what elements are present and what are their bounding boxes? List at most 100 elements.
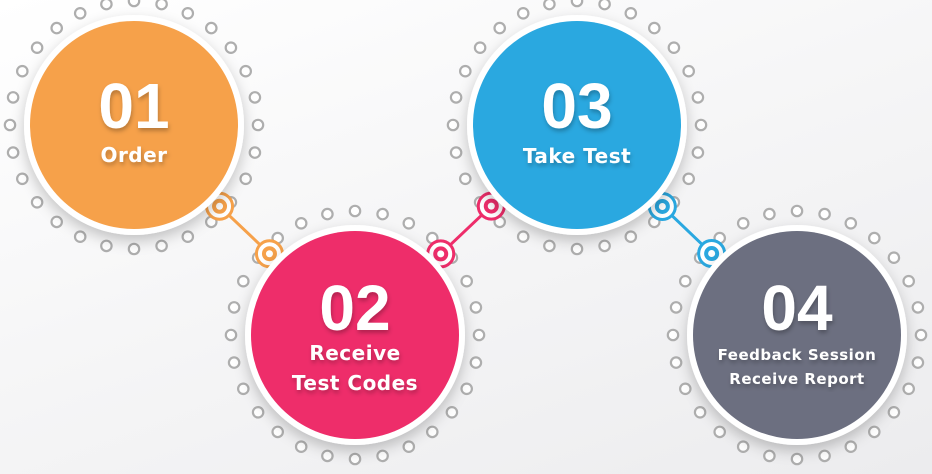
ring-dot <box>100 239 113 253</box>
ring-dot <box>736 217 750 230</box>
ring-dot <box>239 64 252 78</box>
ring-dot <box>446 118 460 132</box>
ring-dot <box>15 64 29 78</box>
ring-dot <box>6 146 20 159</box>
ring-dot <box>473 41 487 54</box>
ring-dot <box>348 204 362 218</box>
ring-dot <box>887 251 901 265</box>
ring-dot <box>624 230 638 243</box>
ring-dot <box>224 41 238 54</box>
ring-dot <box>425 425 439 439</box>
ring-dot <box>402 440 416 453</box>
ring-dot <box>449 91 463 104</box>
ring-dot <box>790 452 804 466</box>
ring-dot <box>321 207 334 221</box>
ring-dot <box>251 118 265 132</box>
step-number: 02 <box>319 272 390 344</box>
ring-dot <box>516 230 530 243</box>
ring-dot <box>237 382 250 396</box>
step-label: Receive <box>309 341 400 365</box>
connector-3 <box>647 191 727 269</box>
ring-dot <box>376 207 389 221</box>
ring-dot <box>460 274 473 288</box>
step-circle <box>30 21 238 229</box>
ring-dot <box>818 207 831 221</box>
step-number: 04 <box>761 272 833 344</box>
step-circle <box>693 231 901 439</box>
connector-1 <box>205 191 284 269</box>
ring-dot <box>678 274 692 288</box>
ring-dot <box>3 118 17 132</box>
ring-dot <box>669 356 683 369</box>
ring-dot <box>248 91 262 104</box>
ring-dot <box>469 301 483 314</box>
connector-2 <box>426 191 506 269</box>
ring-dot <box>155 239 168 253</box>
ring-dot <box>867 231 881 245</box>
ring-dot <box>50 21 63 35</box>
ring-dot <box>127 0 141 8</box>
ring-dot <box>682 64 695 78</box>
ring-dot <box>790 204 804 218</box>
ring-dot <box>867 425 881 439</box>
ring-dot <box>73 230 87 243</box>
ring-dot <box>678 382 692 396</box>
ring-dot <box>570 242 584 256</box>
ring-dot <box>736 440 750 453</box>
ring-dot <box>669 301 683 314</box>
step-label: Order <box>100 143 167 167</box>
ring-dot <box>666 328 680 342</box>
ring-dot <box>376 449 389 463</box>
ring-dot <box>763 207 776 221</box>
ring-dot <box>100 0 113 11</box>
ring-dot <box>348 452 362 466</box>
ring-dot <box>127 242 141 256</box>
ring-dot <box>224 328 238 342</box>
ring-dot <box>6 91 20 104</box>
ring-dot <box>911 356 925 369</box>
ring-dot <box>902 274 915 288</box>
ring-dot <box>227 301 241 314</box>
step-label: Feedback Session <box>718 346 877 364</box>
ring-dot <box>271 425 284 439</box>
ring-dot <box>570 0 584 8</box>
step-label: Test Codes <box>292 371 418 395</box>
step-label: Take Test <box>523 144 631 168</box>
ring-dot <box>516 7 530 20</box>
step-number: 01 <box>98 70 169 142</box>
ring-dot <box>598 0 611 11</box>
ring-dot <box>181 230 195 243</box>
ring-dot <box>445 405 459 419</box>
ring-dot <box>30 41 44 54</box>
ring-dot <box>73 7 87 20</box>
ring-dot <box>902 382 915 396</box>
ring-dot <box>460 382 473 396</box>
ring-dot <box>911 301 925 314</box>
ring-dot <box>694 118 708 132</box>
ring-dot <box>667 41 681 54</box>
ring-dot <box>914 328 928 342</box>
ring-dot <box>294 440 308 453</box>
ring-dot <box>624 7 638 20</box>
step-circle <box>473 21 681 229</box>
dot-ring-4 <box>666 204 928 466</box>
ring-dot <box>239 172 252 186</box>
ring-dot <box>713 425 726 439</box>
ring-dot <box>458 172 472 186</box>
ring-dot <box>691 91 705 104</box>
ring-dot <box>493 21 506 35</box>
ring-dot <box>647 21 661 35</box>
ring-dot <box>543 239 556 253</box>
ring-dot <box>458 64 472 78</box>
ring-dot <box>844 217 858 230</box>
ring-dot <box>248 146 262 159</box>
ring-dot <box>887 405 901 419</box>
ring-dot <box>844 440 858 453</box>
ring-dot <box>543 0 556 11</box>
dot-ring-2 <box>224 204 486 466</box>
step-number: 03 <box>541 70 612 142</box>
